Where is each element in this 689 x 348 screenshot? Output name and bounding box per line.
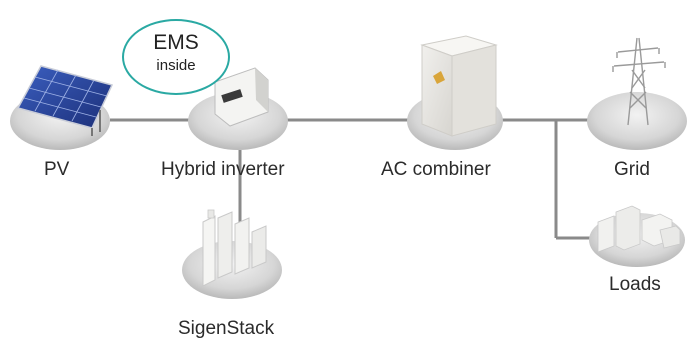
grid-label: Grid [614,159,650,180]
badge-title: EMS [153,31,199,54]
loads-label: Loads [609,274,661,295]
ac-combiner-node [407,35,503,150]
sigenstack-node [182,209,282,299]
hybrid-inverter-label: Hybrid inverter [161,159,285,180]
grid-node [587,37,687,150]
combiner-cabinet-icon [420,35,498,137]
buildings-icon [597,205,681,253]
battery-stack-icon [202,209,267,287]
logo-icon [433,71,445,84]
pv-node [10,65,114,150]
grid-platform [587,92,687,150]
connection-lines [110,118,600,240]
ac-combiner-label: AC combiner [381,159,491,180]
ems-inside-badge: EMS inside [122,19,230,95]
sigenstack-label: SigenStack [178,318,275,339]
loads-node [589,205,685,267]
hybrid-inverter-node [188,67,288,150]
solar-panel-icon [16,65,114,136]
inverter-icon [214,67,269,127]
badge-subtitle: inside [156,57,196,74]
transmission-tower-icon [612,37,666,126]
pv-label: PV [44,159,70,180]
